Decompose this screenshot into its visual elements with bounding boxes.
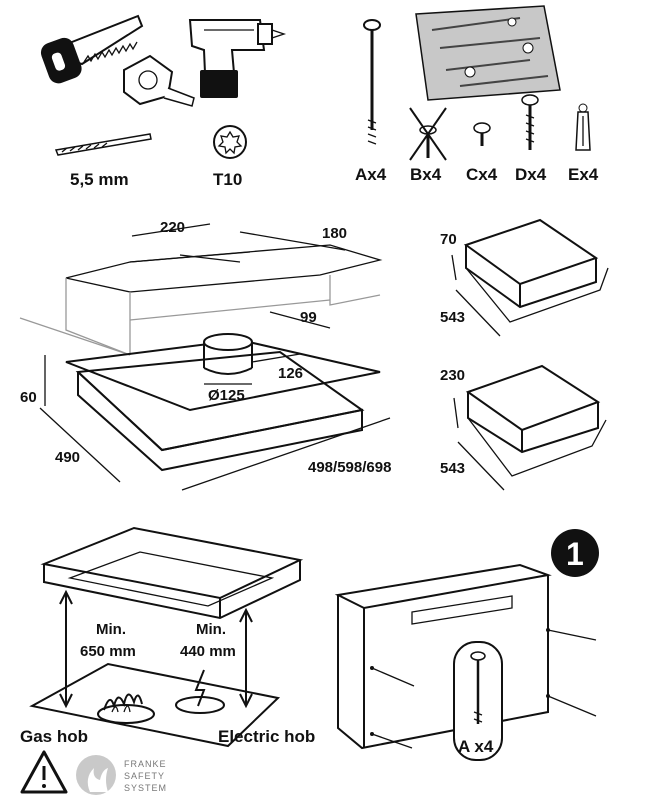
step-number-badge <box>551 529 599 577</box>
safety-line-2: SAFETY <box>124 771 165 781</box>
drill-size-label: 5,5 mm <box>70 170 129 189</box>
gas-burner-icon <box>97 693 155 724</box>
parts-bag-icon <box>415 5 561 101</box>
dim-width: 498/598/698 <box>308 459 391 476</box>
box2-height: 230 <box>440 367 465 384</box>
box1-depth: 543 <box>440 309 465 326</box>
electric-hob-label: Electric hob <box>218 727 315 746</box>
part-label-a: Ax4 <box>355 165 387 184</box>
part-label-e: Ex4 <box>568 165 599 184</box>
box1-height: 70 <box>440 231 457 248</box>
gas-hob-label: Gas hob <box>20 727 88 746</box>
wall-plug-e-icon <box>575 103 591 151</box>
torx-size-label: T10 <box>213 170 242 189</box>
drill-icon <box>188 19 287 98</box>
mounting-screws-label: A x4 <box>458 737 494 756</box>
box2-depth: 543 <box>440 460 465 477</box>
dim-60: 60 <box>20 389 37 406</box>
tape-measure-icon <box>123 54 195 107</box>
electric-clearance-value: 440 mm <box>180 643 236 660</box>
saw-icon <box>40 14 144 84</box>
step-number: 1 <box>566 536 584 572</box>
dim-180: 180 <box>322 225 347 242</box>
gas-min-label: Min. <box>96 621 126 638</box>
dim-126: 126 <box>278 365 303 382</box>
packaging-box-large <box>453 364 607 491</box>
safety-line-1: FRANKE <box>124 759 167 769</box>
electric-zone-icon <box>175 669 225 714</box>
drill-bit-icon <box>54 133 152 156</box>
torx-bit-icon <box>213 125 247 159</box>
electric-min-label: Min. <box>196 621 226 638</box>
warning-triangle-icon <box>20 750 68 794</box>
packaging-box-small <box>451 218 609 337</box>
part-label-c: Cx4 <box>466 165 498 184</box>
safety-line-3: SYSTEM <box>124 783 167 793</box>
screw-a-icon <box>363 19 381 145</box>
screw-b-crossed-icon <box>409 107 447 161</box>
dim-220: 220 <box>160 219 185 236</box>
hood-clearance-drawing <box>29 526 304 748</box>
dim-duct-diameter: Ø125 <box>208 387 245 404</box>
part-label-d: Dx4 <box>515 165 547 184</box>
screw-d-icon <box>521 94 539 150</box>
part-label-b: Bx4 <box>410 165 442 184</box>
screw-c-icon <box>473 122 491 146</box>
franke-safety-logo <box>76 755 116 795</box>
dim-99: 99 <box>300 309 317 326</box>
hood-mounting-drawing <box>334 563 597 761</box>
cabinet-and-hood-drawing <box>19 223 391 491</box>
dim-490: 490 <box>55 449 80 466</box>
gas-clearance-value: 650 mm <box>80 643 136 660</box>
